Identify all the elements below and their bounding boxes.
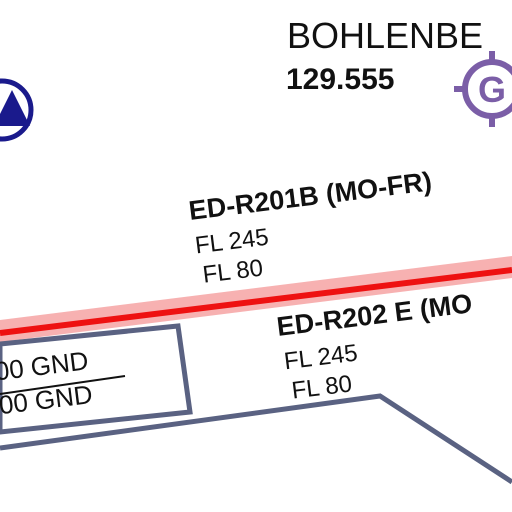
airspace-box-outline bbox=[0, 323, 193, 435]
airfield-name: BOHLENBE bbox=[287, 15, 483, 56]
airspace-boundary-line bbox=[0, 393, 512, 485]
airfield-frequency: 129.555 bbox=[286, 63, 394, 96]
restricted-area-label-r202e: ED-R202 E (MO FL 245 FL 80 bbox=[275, 288, 474, 404]
airspace-box-divider bbox=[0, 375, 126, 395]
airspace-box-lower-text: 00 GND bbox=[0, 379, 94, 420]
restricted-area-lower-limit: FL 80 bbox=[201, 255, 264, 289]
navaid-triangle-icon bbox=[0, 78, 34, 142]
restricted-area-boundary bbox=[0, 267, 512, 336]
glider-site-icon: G bbox=[454, 51, 512, 127]
restricted-area-name: ED-R201B (MO-FR) bbox=[187, 166, 433, 226]
glider-site-letter: G bbox=[478, 69, 506, 110]
